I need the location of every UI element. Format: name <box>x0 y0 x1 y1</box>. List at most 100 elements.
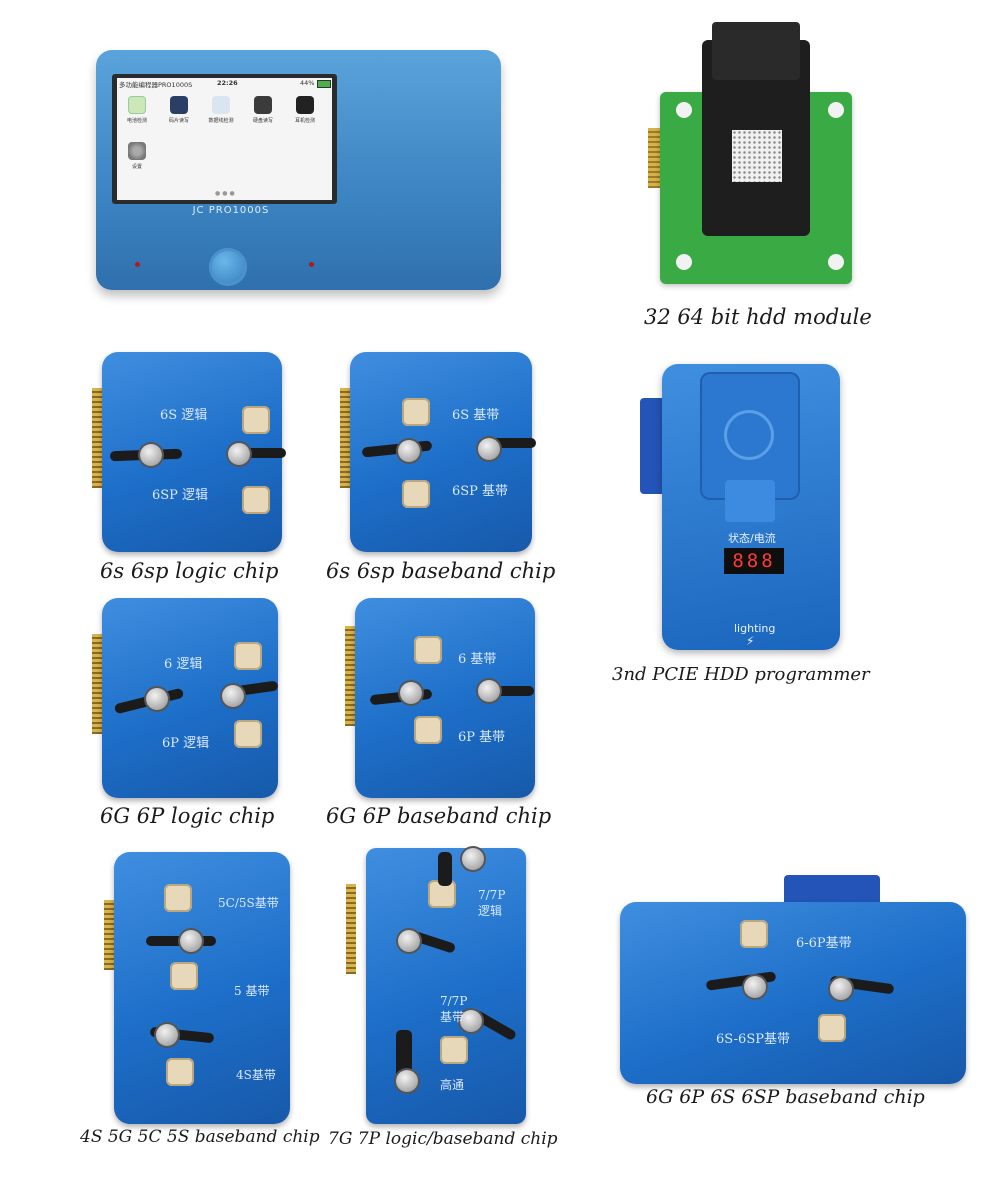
chip-plate <box>740 920 768 948</box>
screw <box>140 444 162 466</box>
fixture-label: 5C/5S基带 <box>218 896 279 910</box>
chip-plate <box>414 716 442 744</box>
app-label: 设置 <box>131 164 142 170</box>
lighting-label: lighting <box>734 622 776 635</box>
socket-contact-grid <box>732 130 782 182</box>
screen-battery: 44% <box>300 79 315 87</box>
chip-plate <box>234 642 262 670</box>
fixture-connector <box>340 388 350 488</box>
fixture-connector <box>104 900 114 970</box>
fixture-label: 6P 逻辑 <box>162 736 210 751</box>
caption-7g-7p: 7G 7P logic/baseband chip <box>328 1129 558 1149</box>
chip-plate <box>414 636 442 664</box>
device-model-label: JC PRO1000S <box>192 205 270 216</box>
caption-6g-baseband: 6G 6P baseband chip <box>326 804 552 828</box>
home-button[interactable] <box>209 248 247 286</box>
app-hdd-rw[interactable]: 硬盘读写 <box>245 96 281 124</box>
programmer-lid[interactable] <box>700 372 800 500</box>
programmer-connector-tab <box>640 398 664 494</box>
fixture-connector <box>92 388 102 488</box>
app-label: 电池检测 <box>126 118 147 124</box>
app-cable-test[interactable]: 数据线检测 <box>203 96 239 124</box>
caption-hdd-module: 32 64 bit hdd module <box>644 305 872 329</box>
device-screen: 多功能编程器PRO1000S 22:26 44% 电池检测 码片读写 数据线检测… <box>117 78 332 200</box>
battery-icon <box>128 96 146 114</box>
screen-time: 22:26 <box>217 79 238 87</box>
board-corner-post <box>828 102 844 118</box>
fixture-label: 6SP 逻辑 <box>152 488 209 503</box>
lightning-icon: ⚡ <box>746 634 755 648</box>
fixture-label: 6-6P基带 <box>796 936 852 951</box>
battery-icon <box>317 80 331 88</box>
screw <box>400 682 422 704</box>
clamp-lever[interactable] <box>478 686 534 696</box>
caption-6s-baseband: 6s 6sp baseband chip <box>326 559 556 583</box>
screw <box>478 438 500 460</box>
socket-lid[interactable] <box>712 22 800 80</box>
clamp-lever[interactable] <box>438 852 452 886</box>
board-corner-post <box>676 254 692 270</box>
chip-plate <box>242 486 270 514</box>
board-corner-post <box>828 254 844 270</box>
app-settings[interactable]: 设置 <box>119 142 155 170</box>
fixture-label: 逻辑 <box>478 904 503 918</box>
chip-plate <box>402 480 430 508</box>
screw <box>222 685 244 707</box>
status-led-left <box>135 262 140 267</box>
fixture-connector <box>92 634 102 734</box>
screen-status-bar: 多功能编程器PRO1000S 22:26 44% <box>117 78 332 89</box>
app-earphone-test[interactable]: 耳机检测 <box>287 96 323 124</box>
fixture-connector <box>345 626 355 726</box>
chip-plate <box>440 1036 468 1064</box>
app-battery-test[interactable]: 电池检测 <box>119 96 155 124</box>
app-label: 数据线检测 <box>208 118 234 124</box>
fixture-6g-logic <box>102 598 278 798</box>
screw <box>462 848 484 870</box>
fixture-label: 基带 <box>440 1010 465 1024</box>
caption-6-6s-wide: 6G 6P 6S 6SP baseband chip <box>646 1086 925 1108</box>
gear-icon <box>128 142 146 160</box>
app-label: 码片读写 <box>168 118 189 124</box>
programmer-latch[interactable] <box>725 480 775 522</box>
screw <box>744 976 766 998</box>
caption-programmer: 3nd PCIE HDD programmer <box>612 664 870 685</box>
hdd-icon <box>254 96 272 114</box>
fixture-label: 6P 基带 <box>458 730 506 745</box>
screw <box>396 1070 418 1092</box>
jc-logo-icon <box>724 410 774 460</box>
screw <box>146 688 168 710</box>
fixture-connector <box>346 884 356 974</box>
chip-plate <box>170 962 198 990</box>
screw <box>180 930 202 952</box>
fixture-label: 6S-6SP基带 <box>716 1032 790 1047</box>
screw <box>398 440 420 462</box>
clamp-lever[interactable] <box>230 448 286 458</box>
cable-icon <box>212 96 230 114</box>
caption-6g-logic: 6G 6P logic chip <box>100 804 275 828</box>
screw <box>830 978 852 1000</box>
screw <box>478 680 500 702</box>
caption-4s-5s: 4S 5G 5C 5S baseband chip <box>80 1127 320 1147</box>
clamp-lever[interactable] <box>480 438 536 448</box>
fixture-label: 高通 <box>440 1078 465 1092</box>
app-chip-rw[interactable]: 码片读写 <box>161 96 197 124</box>
fixture-label: 5 基带 <box>234 984 270 998</box>
fixture-label: 6SP 基带 <box>452 484 509 499</box>
chip-plate <box>166 1058 194 1086</box>
chip-plate <box>164 884 192 912</box>
caption-6s-logic: 6s 6sp logic chip <box>100 559 279 583</box>
chip-icon <box>170 96 188 114</box>
screen-title: 多功能编程器PRO1000S <box>119 81 193 89</box>
chip-plate <box>402 398 430 426</box>
screw <box>460 1010 482 1032</box>
status-current-label: 状态/电流 <box>728 532 776 545</box>
app-label: 硬盘读写 <box>252 118 273 124</box>
fixture-6-6s-wide <box>620 902 966 1084</box>
app-label: 耳机检测 <box>294 118 315 124</box>
chip-plate <box>234 720 262 748</box>
screw <box>228 443 250 465</box>
fixture-label: 7/7P <box>440 994 468 1008</box>
screw <box>398 930 420 952</box>
fixture-4s-5s <box>114 852 290 1124</box>
fixture-label: 4S基带 <box>236 1068 276 1082</box>
